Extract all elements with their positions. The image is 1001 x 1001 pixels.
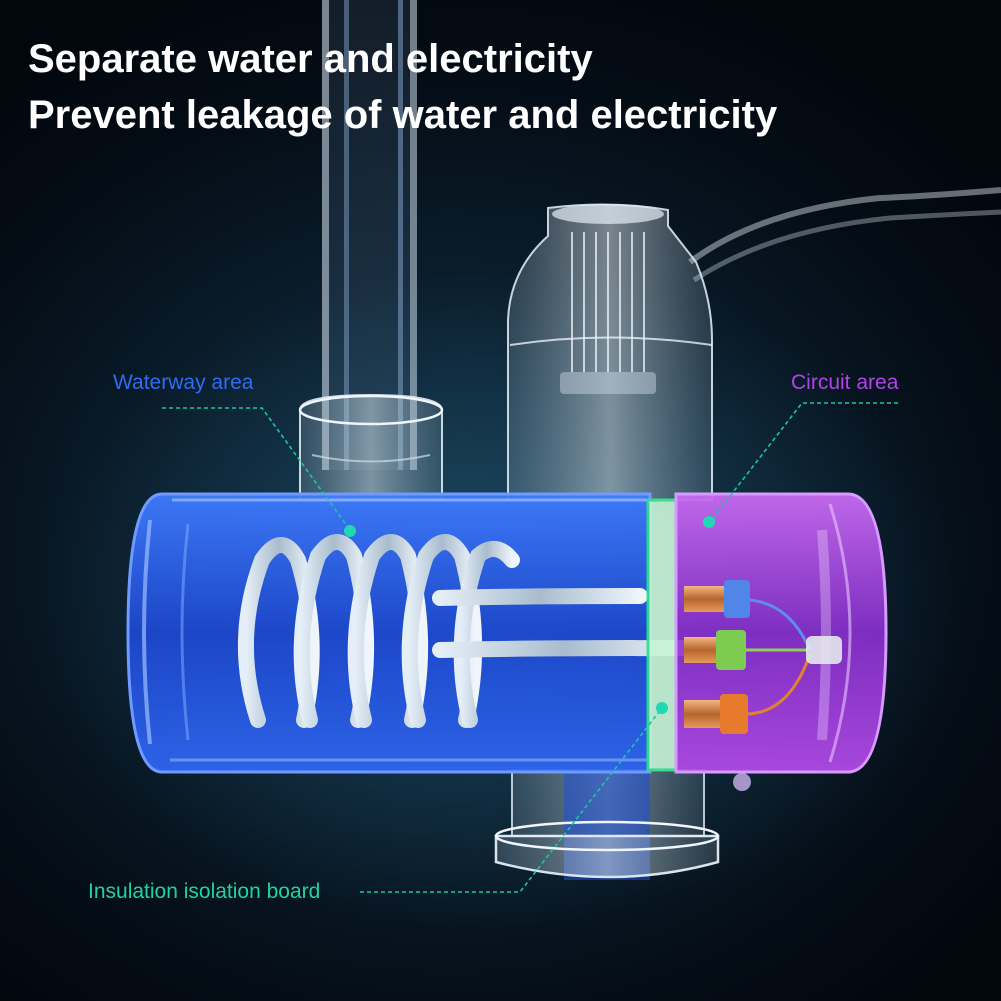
circuit-marker: [703, 516, 715, 528]
insulation-board-label: Insulation isolation board: [88, 880, 321, 903]
headline-line-2: Prevent leakage of water and electricity: [28, 93, 778, 137]
insulation-marker: [656, 702, 668, 714]
insulation-board: [646, 498, 678, 772]
heating-coil-icon: [237, 534, 698, 728]
faucet-tap-icon: [507, 187, 1001, 501]
terminal-connector-icon: [684, 580, 842, 734]
waterway-area-label: Waterway area: [113, 371, 254, 394]
outlet-nozzle: [494, 769, 720, 880]
headline-line-1: Separate water and electricity: [28, 37, 593, 81]
inlet-collar: [298, 393, 444, 501]
water-inlet-pipe-icon: [322, 0, 417, 470]
leader-lines: [162, 402, 898, 893]
waterway-marker: [344, 525, 356, 537]
circuit-area-label: Circuit area: [791, 371, 899, 394]
